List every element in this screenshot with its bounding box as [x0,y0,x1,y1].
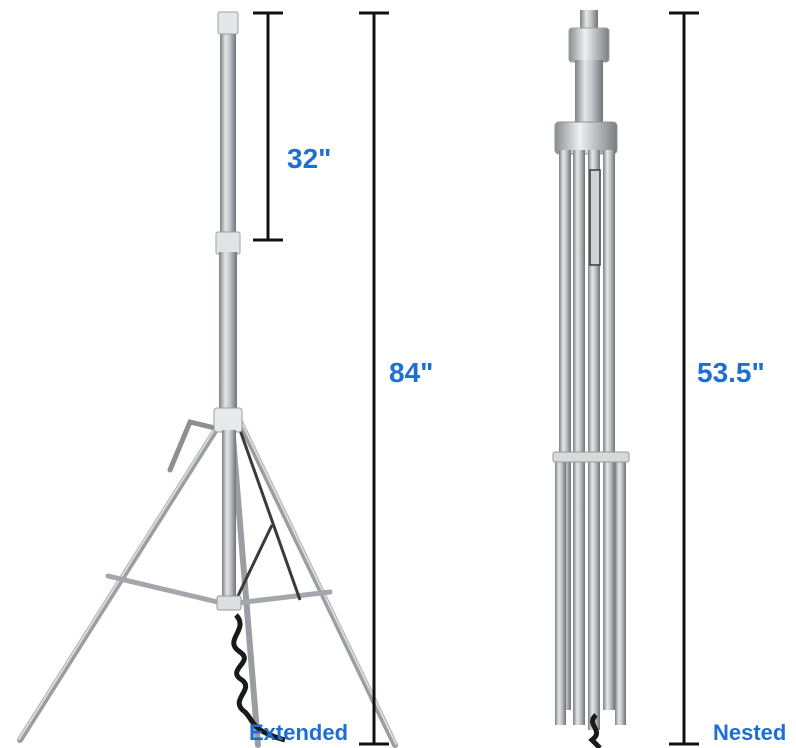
inner-strut [589,169,601,266]
cross-braces [105,573,333,607]
base-bracket [216,595,242,611]
upper-section-dimension-label: 32" [287,143,332,174]
tripod-legs [17,417,398,748]
bottom-column [222,430,236,605]
dimension-32-bracket [253,11,283,242]
support-struts [234,429,302,601]
extended-tripod-stand [17,11,398,748]
coiled-cable [588,713,602,748]
height-collar [215,231,241,255]
nested-tripod-stand [552,10,630,748]
nested-caption: Nested [713,720,787,745]
top-collar [568,27,610,63]
leg-hub [554,121,618,155]
folded-legs [555,150,626,730]
upper-column [220,22,236,237]
top-cap [217,11,239,35]
extended-height-dimension-label: 84" [389,357,434,388]
middle-column [219,252,237,422]
nested-height-dimension-label: 53.5" [697,357,765,388]
leg-clamp [552,451,630,463]
extended-caption: Extended [249,720,349,745]
dimension-84-bracket [359,11,389,746]
leg-hub [213,407,243,433]
column-top [575,60,603,130]
tripod-handle [167,419,218,473]
dimension-53-5-bracket [669,11,699,746]
coiled-cable [231,613,286,743]
